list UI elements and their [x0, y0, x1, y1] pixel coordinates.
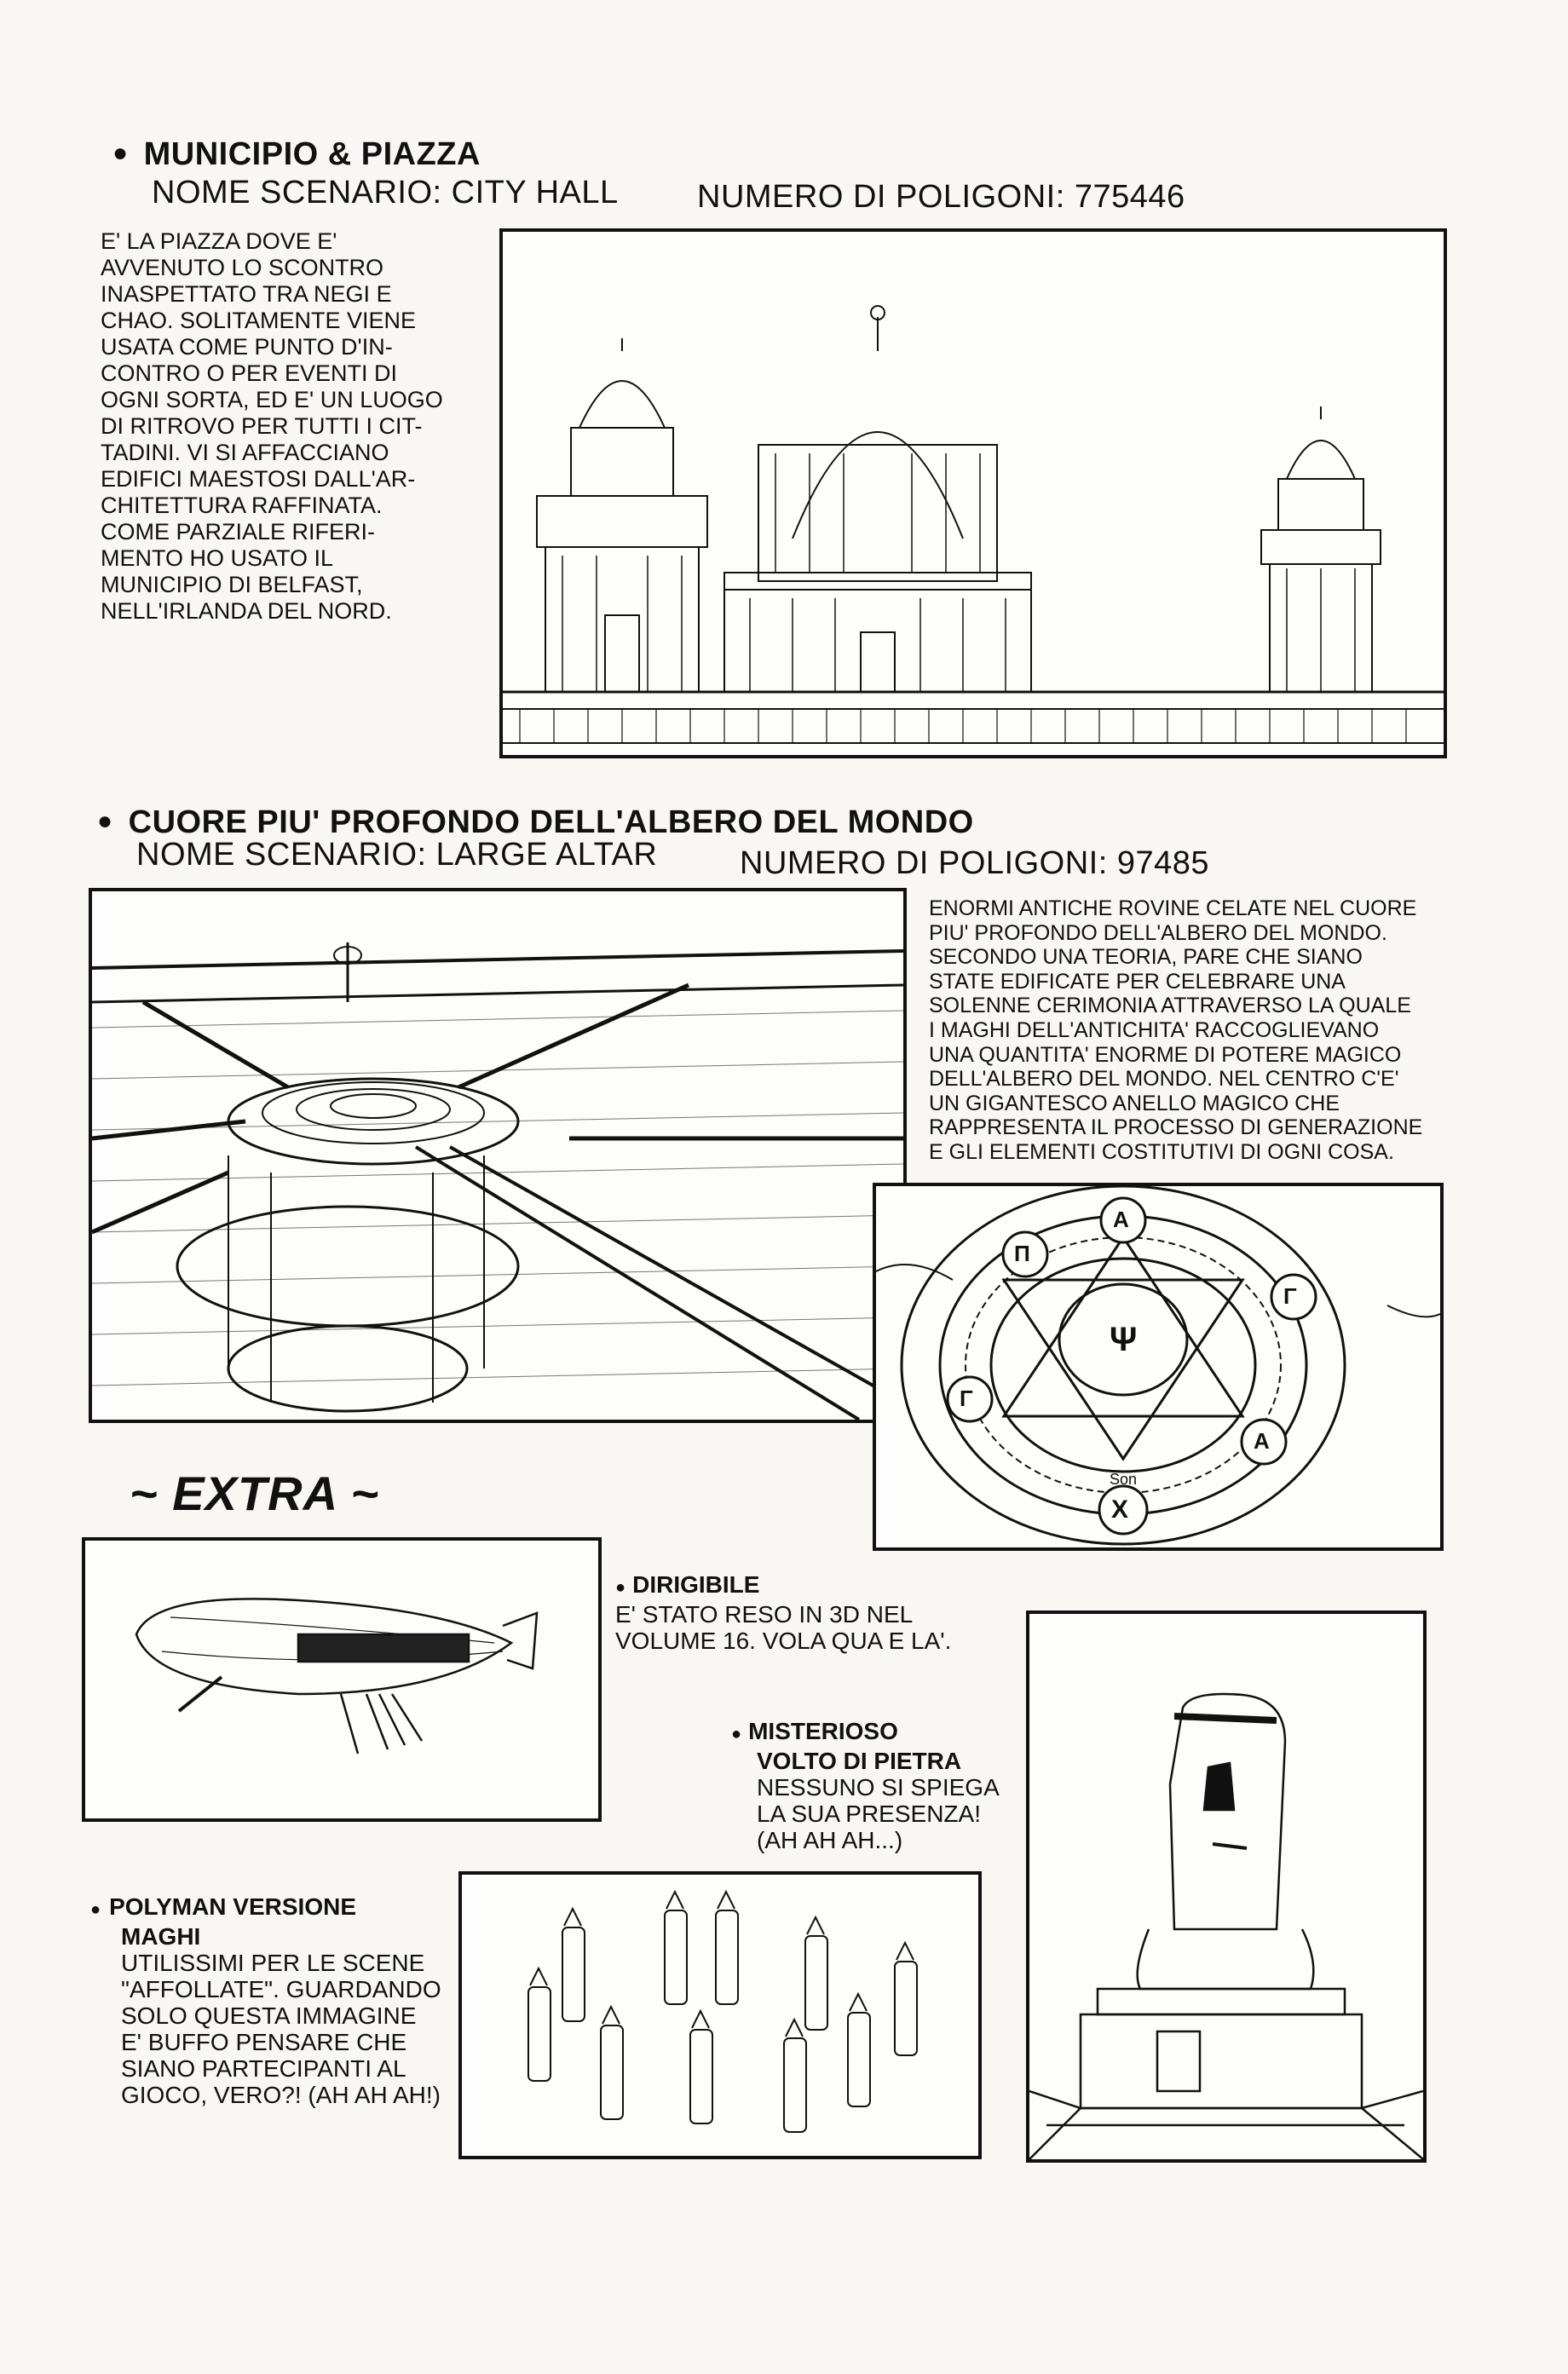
- polyman-line-6: GIOCO, VERO?! (AH AH AH!): [121, 2082, 441, 2108]
- large-altar-description: ENORMI ANTICHE ROVINE CELATE NEL CUORE P…: [929, 896, 1423, 1164]
- circle-letter-right: Γ: [1283, 1283, 1297, 1309]
- airship-illustration: [135, 1598, 539, 1755]
- stone-face-illustration: [1029, 1692, 1423, 2159]
- circle-small-label: Son: [1110, 1471, 1138, 1488]
- magic-circle-panel: A Π Γ X Γ A Ψ Son: [873, 1183, 1444, 1551]
- stone-face-line-1: NESSUNO SI SPIEGA: [757, 1774, 1000, 1801]
- stone-face-line-2: LA SUA PRESENZA!: [757, 1801, 981, 1827]
- airship-title: ●DIRIGIBILE: [615, 1571, 760, 1598]
- airship-line-1: E' STATO RESO IN 3D NEL: [615, 1601, 914, 1628]
- polyman-line-1: UTILISSIMI PER LE SCENE: [121, 1950, 425, 1976]
- stone-face-panel: [1026, 1611, 1427, 2163]
- airship-caption: ●DIRIGIBILE E' STATO RESO IN 3D NEL VOLU…: [615, 1571, 951, 1654]
- extra-heading: ~ EXTRA ~: [130, 1466, 380, 1520]
- polyman-line-5: SIANO PARTECIPANTI AL: [121, 2055, 406, 2082]
- altar-overview-illustration: [92, 942, 903, 1420]
- polyman-title: ●POLYMAN VERSIONE: [90, 1893, 357, 1920]
- city-hall-illustration: [503, 305, 1444, 744]
- stone-face-title: ●MISTERIOSO: [731, 1718, 898, 1744]
- polyman-illustration: [527, 1889, 918, 2133]
- polyman-line-4: E' BUFFO PENSARE CHE: [121, 2029, 407, 2055]
- circle-letter-left: Γ: [960, 1386, 973, 1411]
- airship-line-2: VOLUME 16. VOLA QUA E LA'.: [615, 1628, 952, 1654]
- circle-letter-bottom: X: [1111, 1495, 1129, 1524]
- polygon-count-large-altar: NUMERO DI POLIGONI: 97485: [740, 845, 1209, 881]
- circle-letter-upper-left: Π: [1014, 1241, 1030, 1266]
- altar-overview-panel: [89, 888, 907, 1423]
- scenario-name-large-altar: NOME SCENARIO: LARGE ALTAR: [136, 837, 658, 873]
- airship-panel: [82, 1537, 602, 1822]
- section-title-large-altar: CUORE PIU' PROFONDO DELL'ALBERO DEL MOND…: [97, 804, 974, 841]
- city-hall-description: E' LA PIAZZA DOVE E' AVVENUTO LO SCONTRO…: [101, 228, 443, 624]
- city-hall-render-panel: [499, 228, 1447, 758]
- polyman-line-3: SOLO QUESTA IMMAGINE: [121, 2002, 417, 2029]
- polyman-panel: [458, 1871, 982, 2159]
- polyman-title-2: MAGHI: [121, 1923, 201, 1950]
- scenario-name-city-hall: NOME SCENARIO: CITY HALL: [152, 175, 619, 210]
- circle-letter-lower-right: A: [1254, 1428, 1270, 1454]
- circle-letter-top: A: [1113, 1207, 1129, 1232]
- section-title-city-hall: MUNICIPIO & PIAZZA: [112, 136, 481, 173]
- stone-face-caption: ●MISTERIOSO VOLTO DI PIETRA NESSUNO SI S…: [731, 1718, 1000, 1853]
- polyman-line-2: "AFFOLLATE". GUARDANDO: [121, 1976, 441, 2002]
- polyman-caption: ●POLYMAN VERSIONE MAGHI UTILISSIMI PER L…: [90, 1893, 441, 2108]
- circle-letter-center: Ψ: [1110, 1321, 1138, 1358]
- stone-face-title-2: VOLTO DI PIETRA: [757, 1748, 962, 1774]
- stone-face-line-3: (AH AH AH...): [757, 1827, 903, 1853]
- polygon-count-city-hall: NUMERO DI POLIGONI: 775446: [697, 179, 1185, 215]
- magic-circle-illustration: [876, 1186, 1440, 1546]
